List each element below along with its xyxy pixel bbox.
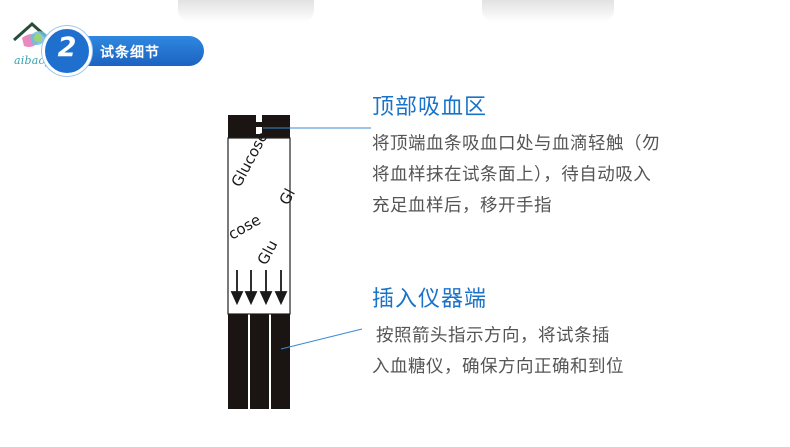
strip-top-notch-2 <box>256 127 262 134</box>
callout-top-line-3: 充足血样后，移开手指 <box>372 196 552 216</box>
test-strip-illustration: Glucose Gl cose Glu <box>225 115 299 409</box>
strip-body <box>227 137 291 315</box>
strip-brand-text-2: Gl <box>276 185 299 207</box>
section-number-badge: 2 <box>42 26 92 76</box>
strip-contact-1 <box>228 314 248 409</box>
callout-top-line-2: 将血样抹在试条面上），待自动吸入 <box>372 165 652 185</box>
callout-bottom-line-1: 按照箭头指示方向，将试条插 <box>376 326 610 346</box>
callout-top-line-1: 将顶端血条吸血口处与血滴轻触（勿 <box>372 134 660 154</box>
callout-title-top: 顶部吸血区 <box>372 95 488 120</box>
section-title: 试条细节 <box>100 45 160 61</box>
strip-top-block <box>228 115 290 138</box>
callout-bottom-line-2: 入血糖仪，确保方向正确和到位 <box>372 357 624 377</box>
section-number: 2 <box>57 32 77 63</box>
leader-line-bottom <box>280 328 363 350</box>
callout-body-bottom: 按照箭头指示方向，将试条插 入血糖仪，确保方向正确和到位 <box>372 321 692 383</box>
callout-title-bottom: 插入仪器端 <box>372 287 488 312</box>
insert-arrows-icon <box>230 270 288 306</box>
strip-top-notch-1 <box>256 115 262 122</box>
top-shadow-right <box>482 0 614 22</box>
logo-mark-icon <box>13 21 51 47</box>
callout-body-top: 将顶端血条吸血口处与血滴轻触（勿 将血样抹在试条面上），待自动吸入 充足血样后，… <box>372 129 702 222</box>
strip-contact-2 <box>250 314 269 409</box>
top-shadow-left <box>178 0 314 22</box>
strip-contact-3 <box>271 314 290 409</box>
